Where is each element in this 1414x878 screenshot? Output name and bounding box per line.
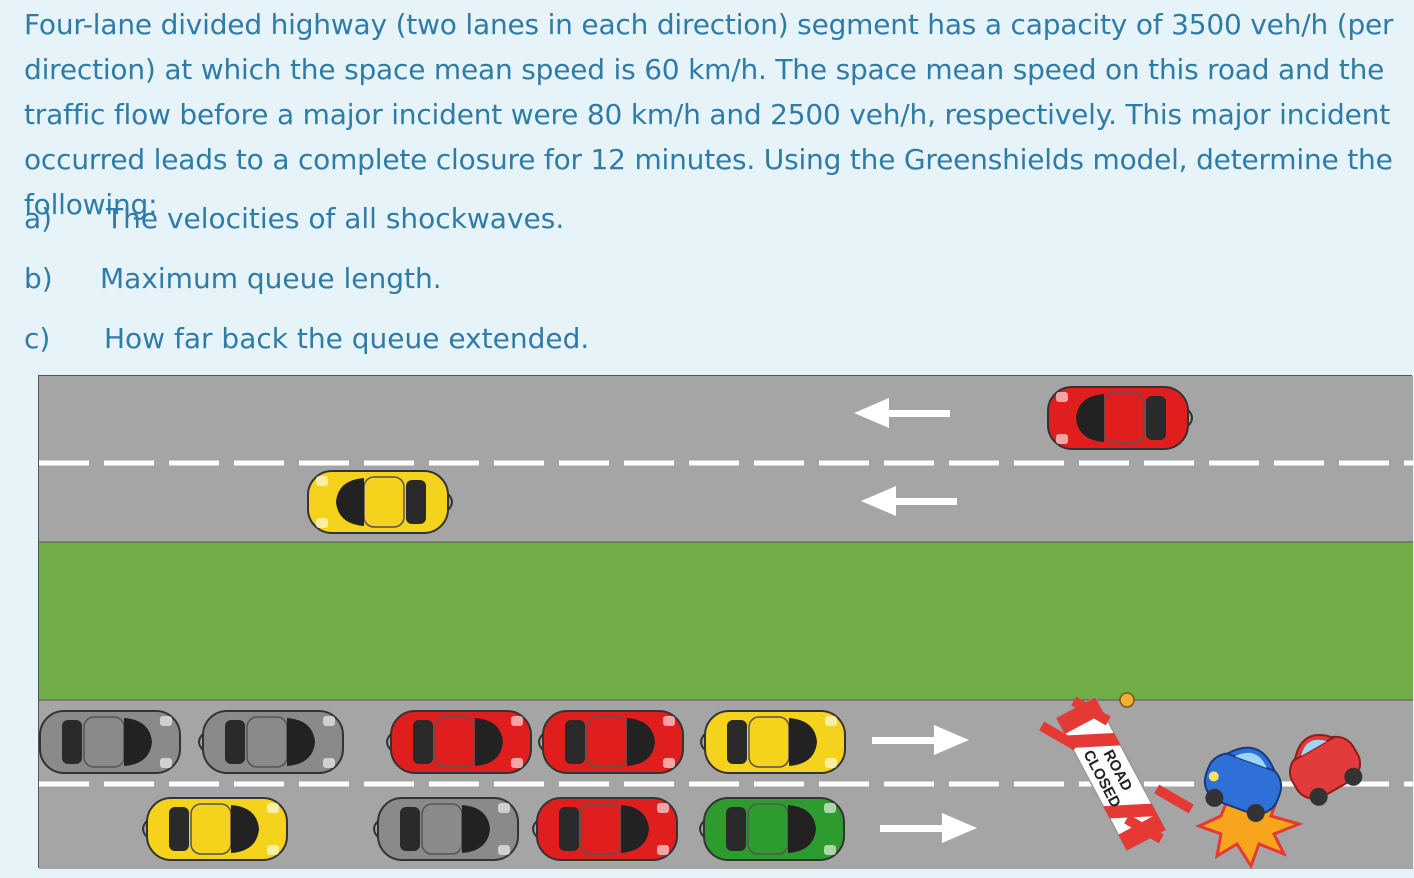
left-arrow-icon	[861, 486, 957, 516]
warning-light-icon	[1119, 692, 1135, 708]
car-icon	[538, 710, 684, 774]
median	[39, 542, 1413, 700]
question-c-label: c)	[24, 322, 51, 355]
right-arrow-icon	[880, 813, 977, 843]
highway-illustration: ROAD CLOSED	[38, 375, 1413, 869]
car-icon	[1048, 387, 1192, 449]
car-icon	[699, 797, 845, 861]
question-a-label: a)	[24, 202, 53, 235]
car-icon	[532, 797, 678, 861]
right-arrow-icon	[872, 725, 969, 755]
car-icon	[373, 797, 519, 861]
crash-icon	[1195, 734, 1363, 869]
barrier-legs	[1039, 696, 1194, 844]
left-arrow-icon	[854, 398, 950, 428]
car-icon	[386, 710, 532, 774]
question-a-text: The velocities of all shockwaves.	[106, 202, 565, 235]
car-icon	[39, 710, 181, 774]
car-icon	[198, 710, 344, 774]
problem-statement: Four-lane divided highway (two lanes in …	[24, 2, 1404, 227]
car-icon	[700, 710, 846, 774]
car-icon	[142, 797, 288, 861]
question-b-text: Maximum queue length.	[100, 262, 442, 295]
problem-text: Four-lane divided highway (two lanes in …	[24, 8, 1394, 221]
car-icon	[308, 471, 452, 533]
question-c-text: How far back the queue extended.	[104, 322, 590, 355]
question-b-label: b)	[24, 262, 53, 295]
